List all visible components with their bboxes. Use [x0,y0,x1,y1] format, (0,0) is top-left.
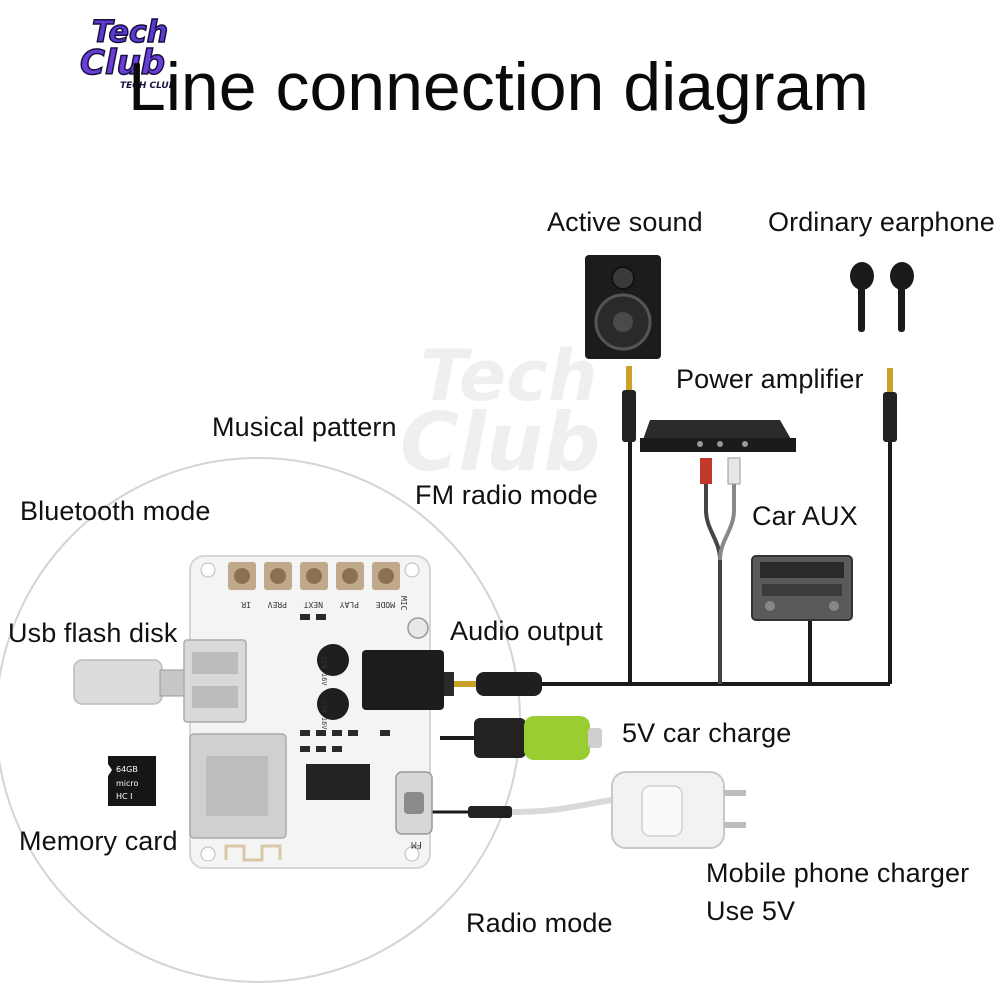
sd-capacity: 64GB [116,765,138,774]
sd-brand: micro [116,779,139,788]
rca-white-plug [727,457,741,485]
watermark: Tech Club [400,335,600,489]
usb-flash-disk-icon [73,659,185,705]
board-label-mic: MIC [399,596,408,611]
rca-cable [700,457,741,684]
mic-component [407,617,429,639]
active-speaker-icon [585,255,661,359]
label-radio-mode: Radio mode [466,908,613,938]
button-label-next: NEXT [304,600,323,609]
svg-text:Tech: Tech [420,335,598,417]
speaker-plug [622,366,636,442]
earphone-plug [883,368,897,442]
label-charger-line1: Mobile phone charger [706,858,970,888]
label-usb-flash-disk: Usb flash disk [8,618,178,648]
logo-line2: Club [80,43,165,83]
logo-tag: TECH CLUB [120,81,176,91]
cables [540,440,892,686]
svg-text:Club: Club [400,396,600,489]
memory-card-icon [108,756,156,806]
bt-decoder-board [183,555,454,869]
car-radio-icon [751,555,853,621]
cap2-label: 220 16V [320,700,328,730]
phone-charger-icon [430,771,746,849]
label-active-sound: Active sound [547,207,703,237]
button-label-ir: IR [241,600,251,609]
label-audio-output: Audio output [450,616,603,646]
button-label-mode: MODE [376,600,395,609]
label-memory-card: Memory card [19,826,178,856]
tech-club-logo: Tech Club TECH CLUB [62,8,212,98]
label-bluetooth-mode: Bluetooth mode [20,496,211,526]
rca-red-plug [700,458,712,484]
sd-spec: HC I [116,792,133,801]
decoder-chip [306,764,370,800]
capacitor-2 [317,688,349,720]
label-car-charge: 5V car charge [622,718,792,748]
logo-line1: Tech [92,15,168,50]
cap1-label: 220 16V [320,656,328,686]
audio-output-plug [452,672,542,696]
label-car-aux: Car AUX [752,501,858,531]
board-buttons [228,562,400,590]
audio-jack [362,650,444,710]
page-title: Line connection diagram [128,49,869,125]
power-amplifier-icon [640,420,796,452]
label-ordinary-earphone: Ordinary earphone [768,207,995,237]
button-label-prev: PREV [268,600,287,609]
car-charger-icon [440,716,602,760]
bt-antenna [224,844,282,862]
label-musical-pattern: Musical pattern [212,412,397,442]
capacitor-1 [317,644,349,676]
earphone-icon [850,262,914,332]
label-charger-line2: Use 5V [706,896,796,926]
label-fm-radio-mode: FM radio mode [415,480,598,510]
board-label-fm: FM [411,839,422,849]
button-label-play: PLAY [340,600,359,609]
label-power-amplifier: Power amplifier [676,364,864,394]
